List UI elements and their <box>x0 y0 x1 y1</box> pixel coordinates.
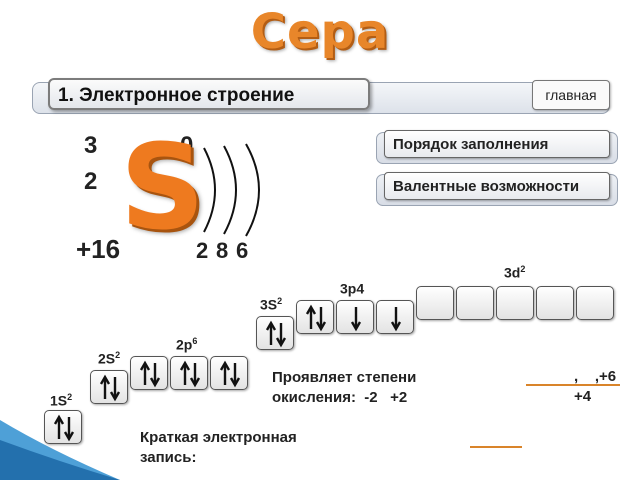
section-title: 1. Электронное строение <box>48 78 370 110</box>
electron-arrows-icon <box>390 307 402 332</box>
orbital-cell <box>296 300 334 334</box>
shell-3-count: 6 <box>236 238 249 263</box>
electron-arrows-icon <box>219 360 241 388</box>
orbital-cell <box>256 316 294 350</box>
filling-order-button[interactable]: Порядок заполнения <box>384 130 610 158</box>
orbital-label-2p: 2p6 <box>176 336 198 353</box>
nucleus-charge: +16 <box>76 234 121 264</box>
period-number: 3 <box>84 132 98 159</box>
orbital-cell <box>456 286 494 320</box>
oxidation-line-1: Проявляет степени <box>272 369 417 386</box>
shell-1-count: 2 <box>196 238 209 263</box>
orbital-cell <box>90 370 128 404</box>
main-button[interactable]: главная <box>532 80 610 110</box>
electron-arrows-icon <box>577 287 615 321</box>
oxidation-tail-2: +4 <box>574 388 592 405</box>
oxidation-tail-1: , ,+6 <box>574 368 617 385</box>
electron-arrows-icon <box>417 287 455 321</box>
orbital-cell <box>210 356 248 390</box>
short-formula-answer-line <box>470 446 522 448</box>
oxidation-text: Проявляет степени окисления: -2 +2 <box>272 368 416 408</box>
orbital-label-3p: 3p4 <box>340 280 365 297</box>
orbital-label-3s: 3S2 <box>260 296 283 313</box>
electron-arrows-icon <box>457 287 495 321</box>
electron-arrows-icon <box>53 414 75 442</box>
short-formula-line-2: запись: <box>140 449 197 466</box>
orbital-cell <box>336 300 374 334</box>
valence-button[interactable]: Валентные возможности <box>384 172 610 200</box>
electron-arrows-icon <box>537 287 575 321</box>
page-title: Сера <box>250 4 390 60</box>
orbital-label-1s: 1S2 <box>50 392 73 409</box>
group-number: 2 <box>84 168 98 195</box>
orbital-cell <box>44 410 82 444</box>
element-symbol: S <box>120 118 205 256</box>
short-formula-text: Краткая электронная запись: <box>140 428 297 468</box>
orbital-cell <box>416 286 454 320</box>
orbital-cell <box>536 286 574 320</box>
short-formula-line-1: Краткая электронная <box>140 429 297 446</box>
oxidation-answer-line <box>526 384 620 386</box>
orbital-cell <box>496 286 534 320</box>
orbital-cell <box>376 300 414 334</box>
corner-decoration-icon <box>0 420 120 480</box>
electron-arrows-icon <box>265 320 287 348</box>
electron-arrows-icon <box>350 307 362 332</box>
electron-arrows-icon <box>99 374 121 402</box>
electron-shells-icon <box>203 143 260 237</box>
electron-arrows-icon <box>497 287 535 321</box>
electron-arrows-icon <box>179 360 201 388</box>
electron-arrows-icon <box>305 304 327 332</box>
orbital-cell <box>130 356 168 390</box>
orbital-label-3d: 3d2 <box>504 264 526 281</box>
orbital-cell <box>576 286 614 320</box>
oxidation-line-2: окисления: -2 +2 <box>272 389 408 406</box>
shell-2-count: 8 <box>216 238 229 263</box>
charge-value: 0 <box>180 132 194 159</box>
electron-arrows-icon <box>139 360 161 388</box>
orbital-label-2s: 2S2 <box>98 350 121 367</box>
orbital-cell <box>170 356 208 390</box>
